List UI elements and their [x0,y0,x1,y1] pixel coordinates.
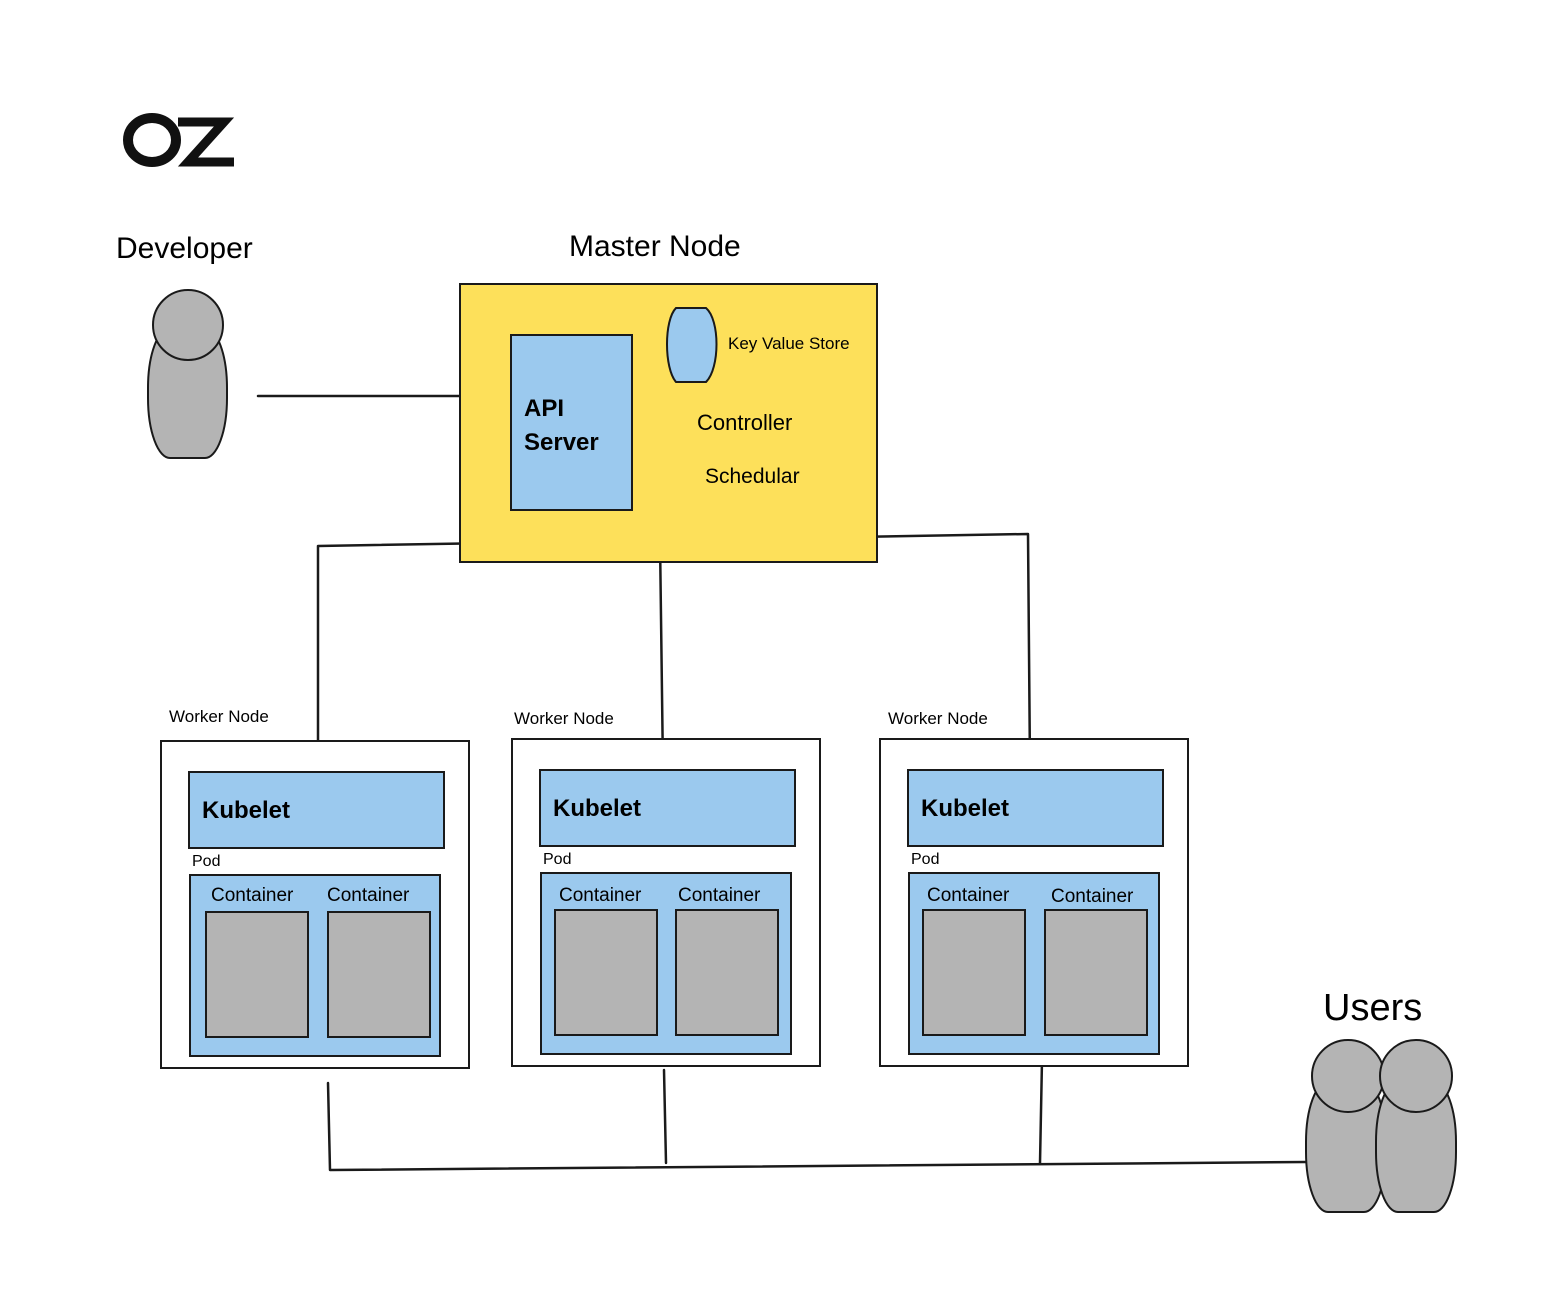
container-label: Container [559,885,642,906]
developer-person-icon [147,289,228,459]
users-label: Users [1323,987,1423,1029]
worker-node-label: Worker Node [169,707,269,726]
master-node-title: Master Node [569,230,741,263]
oz-logo [123,113,235,167]
api-server-label: API Server [524,392,599,460]
pod-label: Pod [543,851,572,868]
master-bus-line [316,532,1032,772]
container-box [205,911,309,1038]
worker-node-label: Worker Node [514,709,614,728]
pod-label: Pod [192,853,221,870]
container-box [554,909,658,1036]
container-box [327,911,431,1038]
pod-label: Pod [911,851,940,868]
scheduler-label: Schedular [705,465,800,488]
worker-node-label: Worker Node [888,709,988,728]
kubelet-box: Kubelet [188,771,445,849]
users-bus-line [326,1058,1308,1172]
kubelet-label: Kubelet [202,797,291,824]
developer-label: Developer [116,232,253,265]
kubelet-label: Kubelet [921,795,1010,822]
container-box [675,909,779,1036]
kubelet-label: Kubelet [553,795,642,822]
api-server-label-line1: API [524,395,565,422]
container-label: Container [211,885,294,906]
api-server-label-line2: Server [524,429,599,456]
api-server-box: API Server [510,334,633,511]
users-group-icon [1305,1039,1457,1213]
container-label: Container [327,885,410,906]
kubelet-box: Kubelet [539,769,796,847]
container-label: Container [678,885,761,906]
controller-label: Controller [697,410,793,435]
container-box [922,909,1026,1036]
container-box [1044,909,1148,1036]
container-label: Container [927,885,1010,906]
key-value-store-cylinder-icon [666,307,718,383]
container-label: Container [1051,886,1134,907]
kubelet-box: Kubelet [907,769,1164,847]
key-value-store-label: Key Value Store [728,334,850,353]
